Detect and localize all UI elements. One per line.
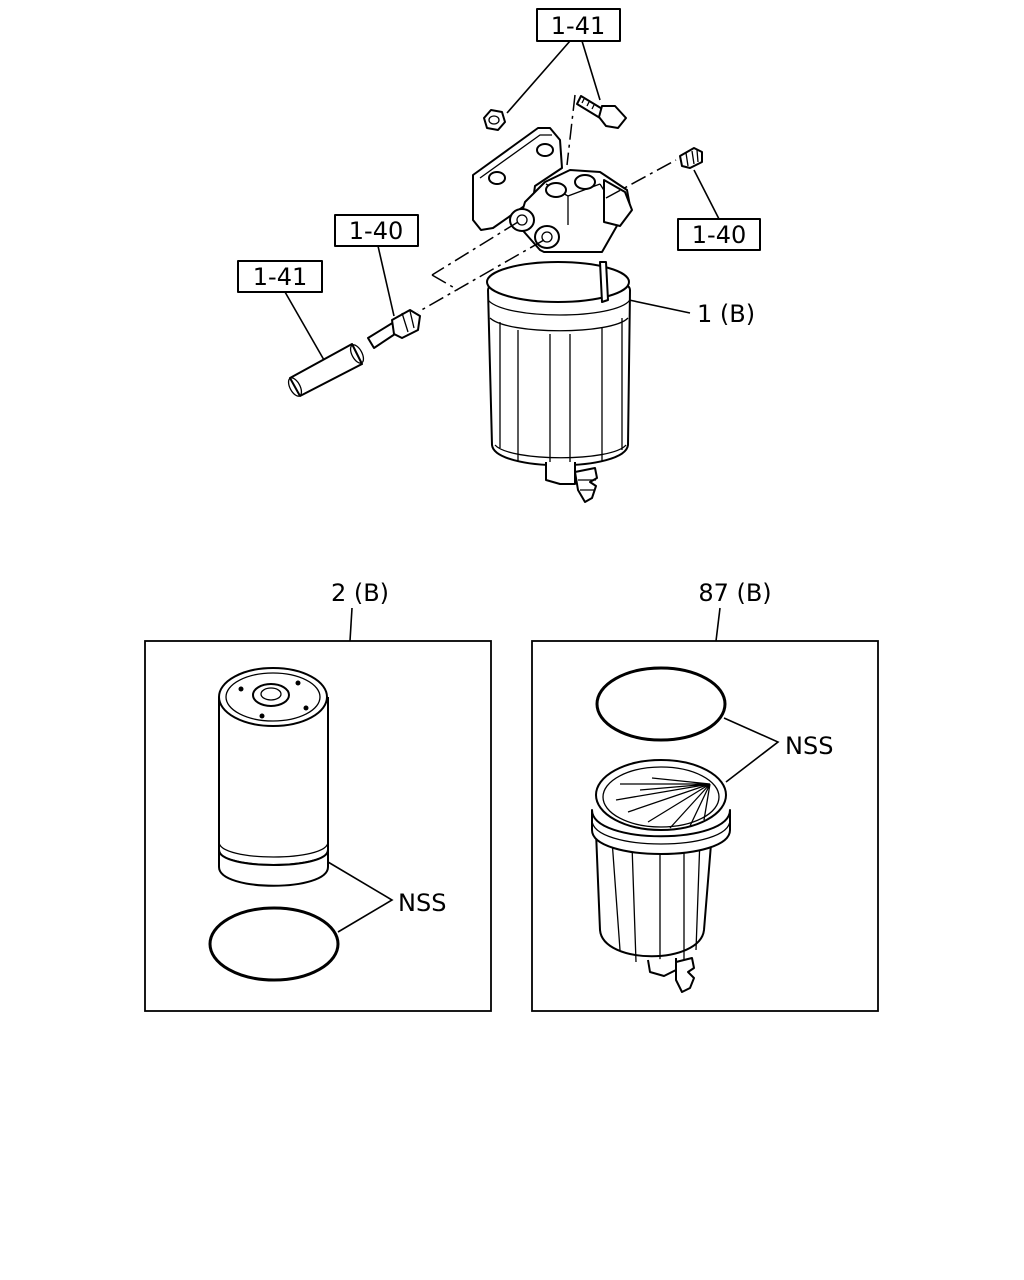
filter-element-part	[218, 667, 329, 887]
case-o-ring-part	[595, 666, 727, 742]
callout-top-1-41: 1-41	[506, 8, 621, 114]
nut-part	[483, 109, 506, 131]
callout-mid-1-40: 1-40	[334, 214, 419, 317]
callout-mid-label: 1-40	[349, 217, 403, 245]
element-o-ring-part	[208, 906, 340, 982]
callout-main-label: 1 (B)	[697, 300, 755, 328]
hose-part	[287, 343, 365, 397]
nss-right-label: NSS	[785, 732, 833, 760]
callout-left-1-41: 1-41	[237, 260, 325, 361]
element-kit-panel: 2 (B) NSS	[144, 579, 492, 1012]
hose-fitting-part	[367, 309, 421, 349]
fuel-filter-assembly	[472, 127, 633, 503]
callout-right-1-40: 1-40	[677, 169, 761, 251]
callout-top-label: 1-41	[551, 12, 605, 40]
case-kit-panel: 87 (B) NSS	[531, 579, 879, 1012]
filter-bowl-part	[591, 759, 731, 993]
callout-right-label: 1-40	[692, 221, 746, 249]
element-kit-frame	[144, 640, 492, 1012]
bolt-part	[576, 95, 627, 129]
callout-left-label: 1-41	[253, 263, 307, 291]
case-kit-frame	[531, 640, 879, 1012]
nss-left-label: NSS	[398, 889, 446, 917]
case-kit-label: 87 (B)	[698, 579, 771, 607]
callout-main-1-b: 1 (B)	[628, 299, 755, 328]
plug-part	[679, 147, 703, 169]
element-kit-label: 2 (B)	[331, 579, 389, 607]
